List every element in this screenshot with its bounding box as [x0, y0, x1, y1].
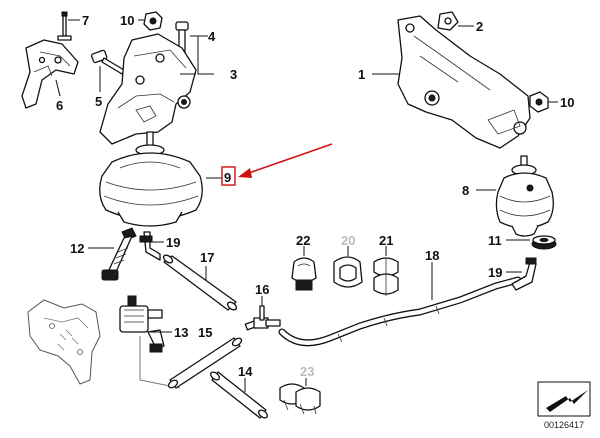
hose-15[interactable] [167, 337, 243, 390]
clip-23[interactable] [279, 383, 321, 415]
elbow-19-right[interactable] [511, 257, 537, 291]
label-13[interactable]: 13 [174, 325, 188, 340]
engine-mount-9[interactable] [99, 131, 203, 227]
bracket-6[interactable] [21, 39, 79, 109]
label-22[interactable]: 22 [296, 233, 310, 248]
bolt-2[interactable] [437, 11, 459, 31]
hose-17[interactable] [162, 254, 238, 312]
label-6[interactable]: 6 [56, 98, 63, 113]
bracket-3[interactable] [99, 33, 197, 145]
bolt-5[interactable] [90, 49, 125, 75]
label-3[interactable]: 3 [230, 67, 237, 82]
tee-16[interactable] [244, 305, 281, 331]
valve-13[interactable] [119, 295, 165, 353]
label-19-right[interactable]: 19 [488, 265, 502, 280]
label-16[interactable]: 16 [255, 282, 269, 297]
label-15[interactable]: 15 [198, 325, 212, 340]
label-9[interactable]: 9 [224, 170, 231, 185]
bracket-1[interactable] [397, 15, 531, 149]
clip-20[interactable] [333, 256, 363, 288]
catalog-stamp: 00126417 [537, 381, 591, 430]
clip-21[interactable] [373, 257, 399, 296]
valve-line [139, 336, 181, 389]
hose-14[interactable] [209, 371, 269, 420]
label-17[interactable]: 17 [200, 250, 214, 265]
label-11[interactable]: 11 [488, 233, 502, 248]
label-23[interactable]: 23 [300, 364, 314, 379]
catalog-number: 00126417 [544, 420, 584, 430]
clip-22[interactable] [291, 257, 317, 291]
label-7[interactable]: 7 [82, 13, 89, 28]
bolt-4[interactable] [175, 21, 189, 53]
highlight-box-9 [221, 166, 236, 186]
elbow-19-left[interactable] [139, 231, 161, 261]
highlight-arrow [238, 143, 333, 178]
leader-3 [197, 36, 214, 75]
label-12[interactable]: 12 [70, 241, 84, 256]
engine-mount-8[interactable] [495, 155, 554, 237]
label-10-right[interactable]: 10 [560, 95, 574, 110]
label-1[interactable]: 1 [358, 67, 365, 82]
label-14[interactable]: 14 [238, 364, 253, 379]
label-10-top[interactable]: 10 [120, 13, 134, 28]
nut-11[interactable] [531, 235, 557, 250]
label-19-left[interactable]: 19 [166, 235, 180, 250]
label-5[interactable]: 5 [95, 94, 102, 109]
label-2[interactable]: 2 [476, 19, 483, 34]
bolt-7[interactable] [57, 11, 72, 41]
label-18[interactable]: 18 [425, 248, 439, 263]
catalog-arrow-icon [546, 390, 588, 412]
subframe-outline [27, 299, 101, 385]
label-4[interactable]: 4 [208, 29, 216, 44]
label-21[interactable]: 21 [379, 233, 393, 248]
label-8[interactable]: 8 [462, 183, 469, 198]
hose-18[interactable] [278, 276, 522, 347]
nut-10-right[interactable] [529, 91, 549, 113]
leader-6 [55, 79, 61, 97]
bolt-12[interactable] [101, 227, 137, 281]
nut-10-top[interactable] [143, 11, 163, 31]
label-20[interactable]: 20 [341, 233, 355, 248]
